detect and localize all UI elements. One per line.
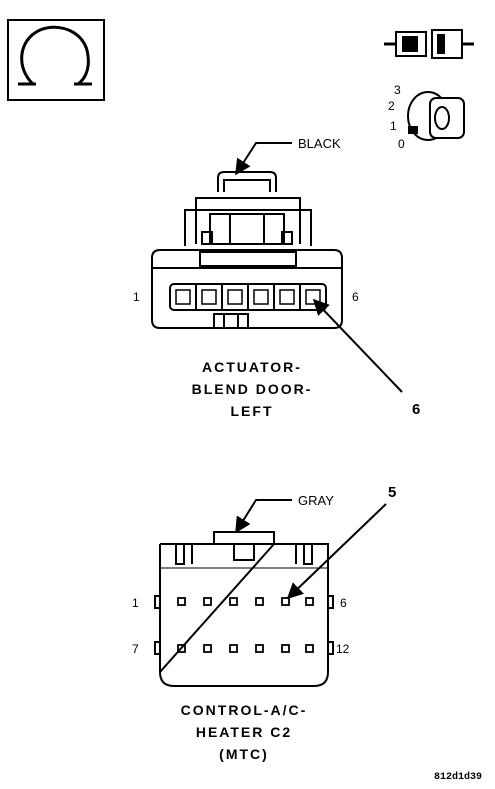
connector-2-callout-leader bbox=[286, 503, 387, 600]
key-position-2: 2 bbox=[388, 99, 395, 113]
connector-2-callout: 5 bbox=[388, 484, 396, 501]
connector-plug-icon bbox=[384, 29, 474, 59]
connector-1-pin-first: 1 bbox=[133, 290, 140, 304]
connector-1-name-line-2: BLEND DOOR- bbox=[192, 381, 313, 397]
connector-2-name-line-1: CONTROL-A/C- bbox=[181, 702, 308, 718]
connector-1-body bbox=[151, 171, 343, 329]
connector-2-name-line-2: HEATER C2 bbox=[196, 724, 292, 740]
connector-symbol-icon bbox=[7, 19, 105, 101]
connector-2-wire-color: GRAY bbox=[298, 493, 334, 508]
connector-1-callout-leader bbox=[312, 298, 403, 393]
connector-2-name-line-3: (MTC) bbox=[219, 746, 269, 762]
key-position-icon: 3 2 1 0 bbox=[388, 83, 465, 151]
connector-2-row1-last: 6 bbox=[340, 596, 347, 610]
connector-1-callout: 6 bbox=[412, 401, 420, 418]
figure-code: 812d1d39 bbox=[434, 771, 482, 783]
connector-2-row2-last: 12 bbox=[336, 642, 350, 656]
key-position-3: 3 bbox=[394, 83, 401, 97]
connector-1-pin-last: 6 bbox=[352, 290, 359, 304]
connector-2-wire-leader bbox=[235, 499, 292, 534]
connector-2-row1-first: 1 bbox=[132, 596, 139, 610]
connector-2-row2-first: 7 bbox=[132, 642, 139, 656]
key-position-1: 1 bbox=[390, 119, 397, 133]
connector-1-wire-leader bbox=[235, 142, 292, 176]
connector-1-wire-color: BLACK bbox=[298, 136, 341, 151]
connector-1-name-line-1: ACTUATOR- bbox=[202, 359, 302, 375]
connector-2-pin-cavities bbox=[177, 597, 314, 653]
key-position-0: 0 bbox=[398, 137, 405, 151]
connector-2-body bbox=[154, 531, 334, 687]
connector-1-name-line-3: LEFT bbox=[231, 403, 274, 419]
